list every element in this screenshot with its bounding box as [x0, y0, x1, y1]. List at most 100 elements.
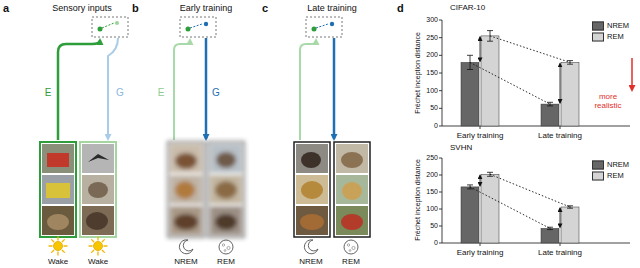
late-generated-images	[341, 152, 363, 168]
late-generated-images	[294, 142, 370, 237]
late-sleep-icons	[304, 240, 318, 254]
late-generated-images	[296, 144, 328, 173]
legend-text: REM	[607, 33, 624, 41]
phase-label: Wake	[48, 258, 68, 267]
panel-a-schematic	[58, 17, 128, 140]
late-generated-images	[296, 206, 328, 235]
late-generated-images	[334, 142, 370, 237]
panel-c-schematic	[330, 22, 334, 26]
panel-b-schematic	[204, 22, 208, 26]
axis-tick-label: 100	[426, 205, 438, 213]
panel-heading: Late training	[307, 4, 357, 14]
wake-image-column	[46, 183, 70, 198]
late-generated-images	[296, 144, 328, 173]
cifar-bar-chart	[439, 20, 632, 129]
late-generated-images	[336, 175, 368, 204]
panel-b-schematic	[186, 27, 191, 32]
phase-label: Wake	[88, 258, 108, 267]
late-generated-images	[342, 182, 362, 200]
cifar-bar-chart	[442, 20, 630, 126]
legend-item: REM	[592, 172, 624, 181]
early-generated-images	[175, 181, 195, 199]
panel-c-schematic	[316, 24, 328, 28]
late-generated-images	[336, 206, 368, 235]
late-sleep-icons	[344, 240, 358, 254]
category-label: Late training	[538, 249, 582, 258]
wake-image-column	[40, 142, 116, 255]
legend-item: NREM	[592, 22, 629, 31]
panel-c-schematic	[300, 17, 342, 140]
early-generated-images	[168, 142, 244, 237]
early-sleep-icons	[219, 240, 233, 254]
category-label: Late training	[538, 132, 582, 141]
late-generated-images	[301, 152, 321, 168]
cifar-bar-chart	[631, 58, 633, 90]
wake-image-column	[80, 142, 116, 237]
axis-tick-label: 100	[426, 87, 438, 95]
late-generated-images	[296, 175, 328, 204]
svhn-bar-chart	[467, 172, 573, 229]
axis-title: Fréchet inception distance	[414, 159, 422, 241]
encoder-label: E	[158, 87, 165, 98]
generator-label: G	[116, 87, 124, 98]
late-generated-images	[294, 142, 330, 237]
early-generated-images	[170, 175, 202, 204]
axis-tick-label: 50	[430, 104, 438, 112]
wake-image-column	[86, 212, 108, 230]
early-generated-images	[210, 206, 242, 235]
phase-label: REM	[217, 258, 235, 267]
wake-image-column	[42, 175, 74, 204]
encoder-label: E	[45, 87, 52, 98]
panel-heading: Sensory inputs	[52, 4, 112, 14]
early-generated-images	[170, 144, 202, 173]
panel-a-schematic	[102, 23, 114, 28]
axis-tick-label: 200	[426, 171, 438, 179]
svhn-bar-chart	[481, 174, 499, 243]
axis-tick-label: 0	[434, 122, 438, 130]
panel-b-schematic	[205, 38, 208, 139]
annotation: more realistic	[586, 93, 630, 111]
legend-item: NREM	[592, 161, 629, 170]
late-generated-images	[300, 214, 324, 230]
cifar-bar-chart	[470, 36, 570, 104]
generator-label: G	[212, 87, 220, 98]
early-generated-images	[168, 142, 204, 237]
axis-tick-label: 200	[426, 51, 438, 59]
phase-label: NREM	[299, 258, 323, 267]
cifar-bar-chart	[439, 20, 560, 129]
early-generated-images	[174, 214, 198, 230]
wake-image-column	[42, 175, 74, 204]
panel-letter: a	[3, 2, 9, 14]
panel-b-schematic	[174, 17, 216, 140]
late-sleep-icons	[304, 240, 358, 254]
wake-image-column	[82, 206, 114, 235]
panel-c-schematic	[300, 40, 316, 140]
early-generated-images	[210, 206, 242, 235]
cifar-bar-chart	[481, 36, 499, 126]
panel-b-schematic	[180, 17, 216, 37]
wake-image-column	[82, 175, 114, 204]
wake-image-column	[47, 153, 69, 167]
early-generated-images	[170, 206, 202, 235]
legend-swatch	[592, 22, 604, 31]
axis-tick-label: 300	[426, 16, 438, 24]
svhn-bar-chart	[480, 175, 481, 186]
panel-c-schematic	[306, 17, 342, 37]
wake-image-column	[49, 237, 67, 255]
chart-title: CIFAR-10	[450, 4, 485, 13]
early-sleep-icons	[179, 240, 233, 254]
wake-image-column	[82, 175, 114, 204]
cifar-bar-chart	[480, 37, 481, 62]
axis-tick-label: 250	[426, 154, 438, 162]
wake-image-column	[47, 214, 69, 230]
wake-image-column	[40, 142, 76, 237]
phase-label: REM	[342, 258, 360, 267]
category-label: Early training	[457, 249, 504, 258]
svhn-bar-chart	[541, 228, 559, 243]
axis-title: Fréchet inception distance	[414, 32, 422, 114]
wake-image-column	[88, 182, 108, 198]
wake-image-column	[42, 144, 74, 173]
wake-image-column	[82, 144, 114, 173]
legend-swatch	[592, 33, 604, 42]
